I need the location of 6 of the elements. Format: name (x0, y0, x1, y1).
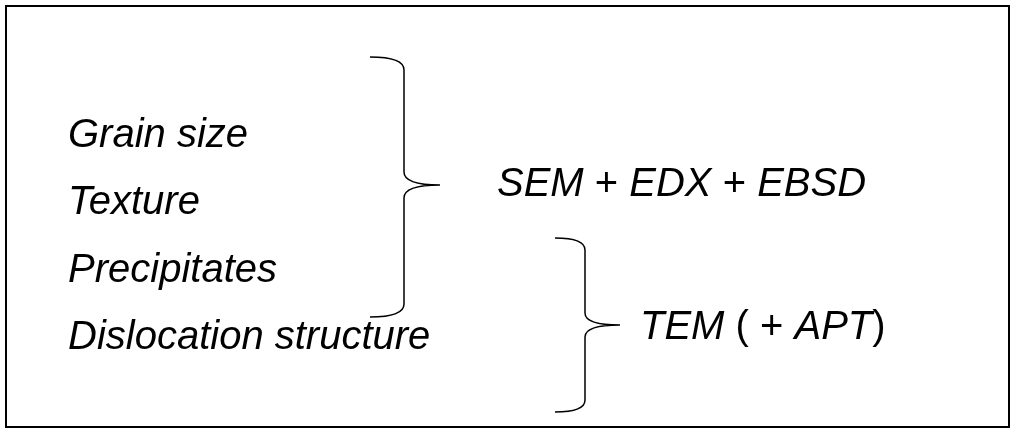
method-label: TEM ( + APT) (640, 302, 886, 348)
property-label: Precipitates (68, 245, 277, 291)
property-label: Dislocation structure (68, 312, 431, 358)
property-label: Texture (68, 177, 200, 223)
property-label: Grain size (68, 110, 249, 156)
method-label: SEM + EDX + EBSD (497, 159, 867, 205)
